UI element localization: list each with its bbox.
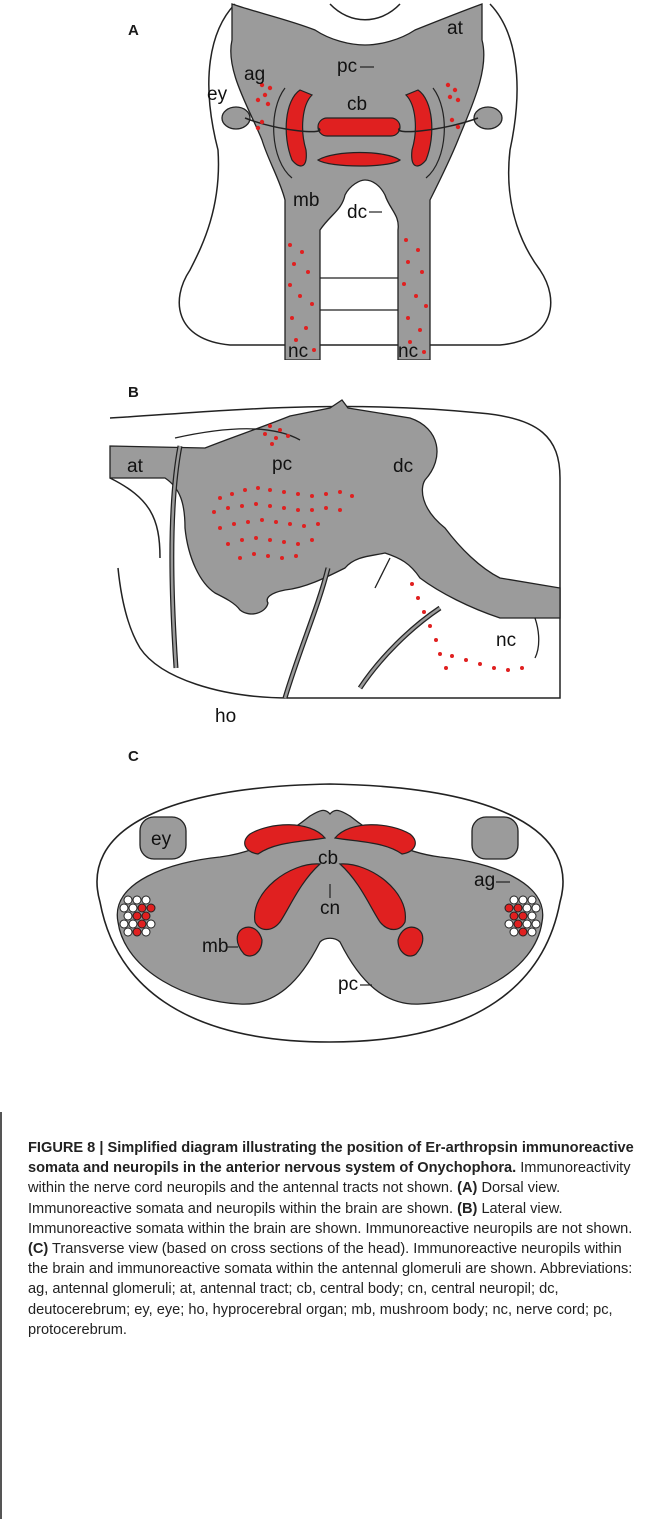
label-ag-c: ag bbox=[474, 870, 495, 891]
label-ey-a: ey bbox=[207, 84, 228, 105]
label-at-a: at bbox=[447, 18, 464, 39]
label-pc-a: pc bbox=[337, 56, 357, 77]
glomeruli-left bbox=[120, 896, 155, 936]
figure-caption: FIGURE 8 | Simplified diagram illustrati… bbox=[28, 1138, 640, 1340]
panel-a-diagram: at ag pc cb ey mb dc nc nc bbox=[0, 0, 657, 360]
label-pc-b: pc bbox=[272, 454, 292, 475]
label-dc-a: dc bbox=[347, 202, 367, 223]
label-dc-b: dc bbox=[393, 456, 413, 477]
brain-shape bbox=[231, 4, 484, 360]
label-cn-c: cn bbox=[320, 898, 340, 919]
label-cb-c: cb bbox=[318, 848, 338, 869]
eye-right-c bbox=[472, 817, 518, 859]
label-mb-a: mb bbox=[293, 190, 319, 211]
caption-a-tag: (A) bbox=[457, 1180, 477, 1196]
caption-c-tag: (C) bbox=[28, 1241, 48, 1257]
panel-a: A at ag pc cb bbox=[0, 0, 657, 360]
label-pc-c: pc bbox=[338, 974, 358, 995]
panel-b-diagram: at pc dc ho nc bbox=[0, 378, 657, 730]
caption-b-tag: (B) bbox=[457, 1201, 477, 1217]
panel-b: B at pc dc ho nc bbox=[0, 378, 657, 730]
panel-a-label: A bbox=[128, 22, 139, 39]
label-cb-a: cb bbox=[347, 94, 367, 115]
panel-c-label: C bbox=[128, 748, 139, 765]
label-ey-c: ey bbox=[151, 829, 172, 850]
label-ag-a: ag bbox=[244, 64, 265, 85]
label-nc-a-left: nc bbox=[288, 341, 308, 360]
glomeruli-right bbox=[505, 896, 540, 936]
panel-b-label: B bbox=[128, 384, 139, 401]
panel-c: C ey cb cn ag mb p bbox=[0, 742, 657, 1102]
panel-c-diagram: ey cb cn ag mb pc bbox=[0, 742, 657, 1102]
eye-right bbox=[474, 107, 502, 129]
label-mb-c: mb bbox=[202, 936, 228, 957]
label-ho-b: ho bbox=[215, 706, 236, 727]
brain-shape-b bbox=[110, 400, 560, 618]
central-body bbox=[318, 118, 400, 136]
label-at-b: at bbox=[127, 456, 144, 477]
label-nc-b: nc bbox=[496, 630, 516, 651]
caption-c-text: Transverse view (based on cross sections… bbox=[28, 1241, 632, 1338]
label-nc-a-right: nc bbox=[398, 341, 418, 360]
